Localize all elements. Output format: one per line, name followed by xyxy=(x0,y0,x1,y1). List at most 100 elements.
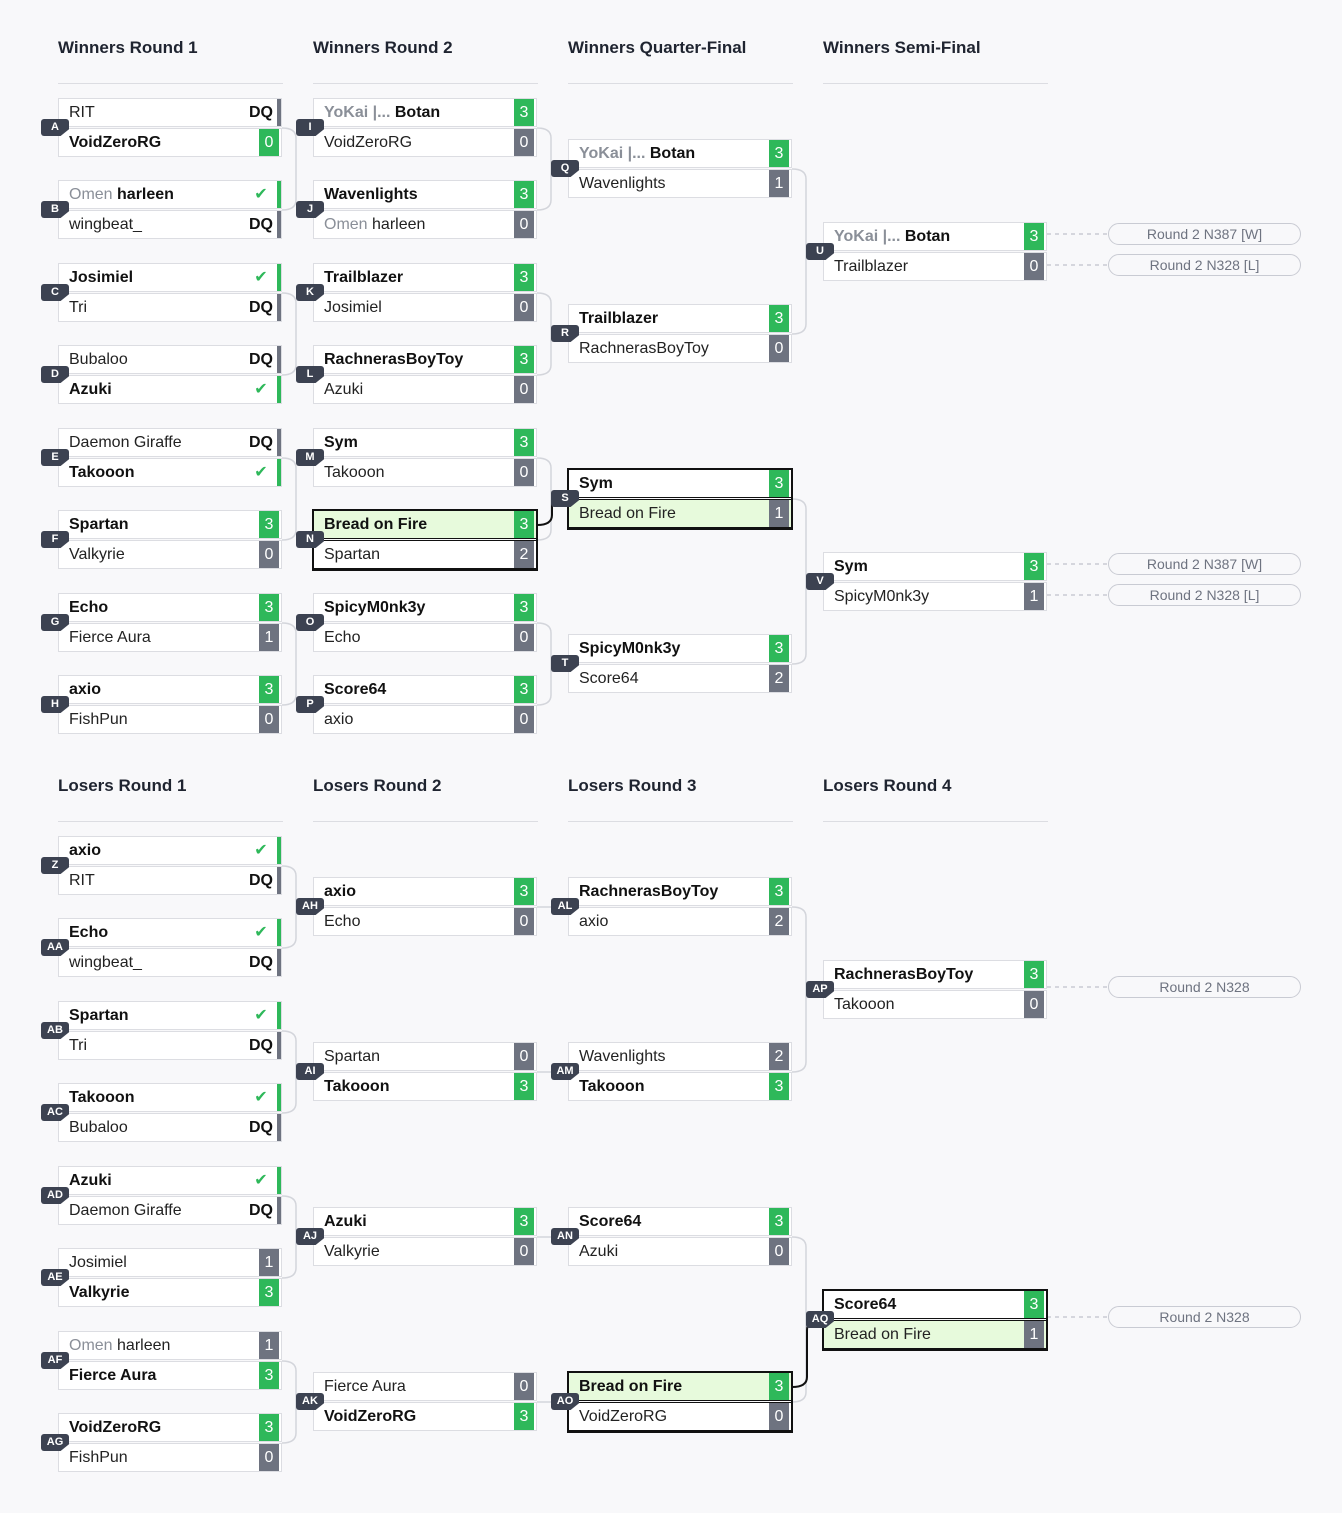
participant-slot[interactable]: Takooon✔ xyxy=(58,458,282,487)
next-round-pill[interactable]: Round 2 N328 xyxy=(1108,976,1301,998)
participant-slot[interactable]: wingbeat_DQ xyxy=(58,210,282,239)
next-round-pill[interactable]: Round 2 N328 [L] xyxy=(1108,254,1301,276)
participant-slot[interactable]: wingbeat_DQ xyxy=(58,948,282,977)
participant-slot[interactable]: axio✔ xyxy=(58,836,282,865)
next-round-pill[interactable]: Round 2 N328 xyxy=(1108,1306,1301,1328)
next-round-pill[interactable]: Round 2 N328 [L] xyxy=(1108,584,1301,606)
participant-slot[interactable]: Omen harleen✔ xyxy=(58,180,282,209)
participant-slot[interactable]: Josimiel✔ xyxy=(58,263,282,292)
participant-slot[interactable]: Takooon✔ xyxy=(58,1083,282,1112)
participant-slot[interactable]: Azuki✔ xyxy=(58,1166,282,1195)
next-round-pill[interactable]: Round 2 N387 [W] xyxy=(1108,223,1301,245)
participant-slot[interactable]: Spartan✔ xyxy=(58,1001,282,1030)
next-round-pill[interactable]: Round 2 N387 [W] xyxy=(1108,553,1301,575)
